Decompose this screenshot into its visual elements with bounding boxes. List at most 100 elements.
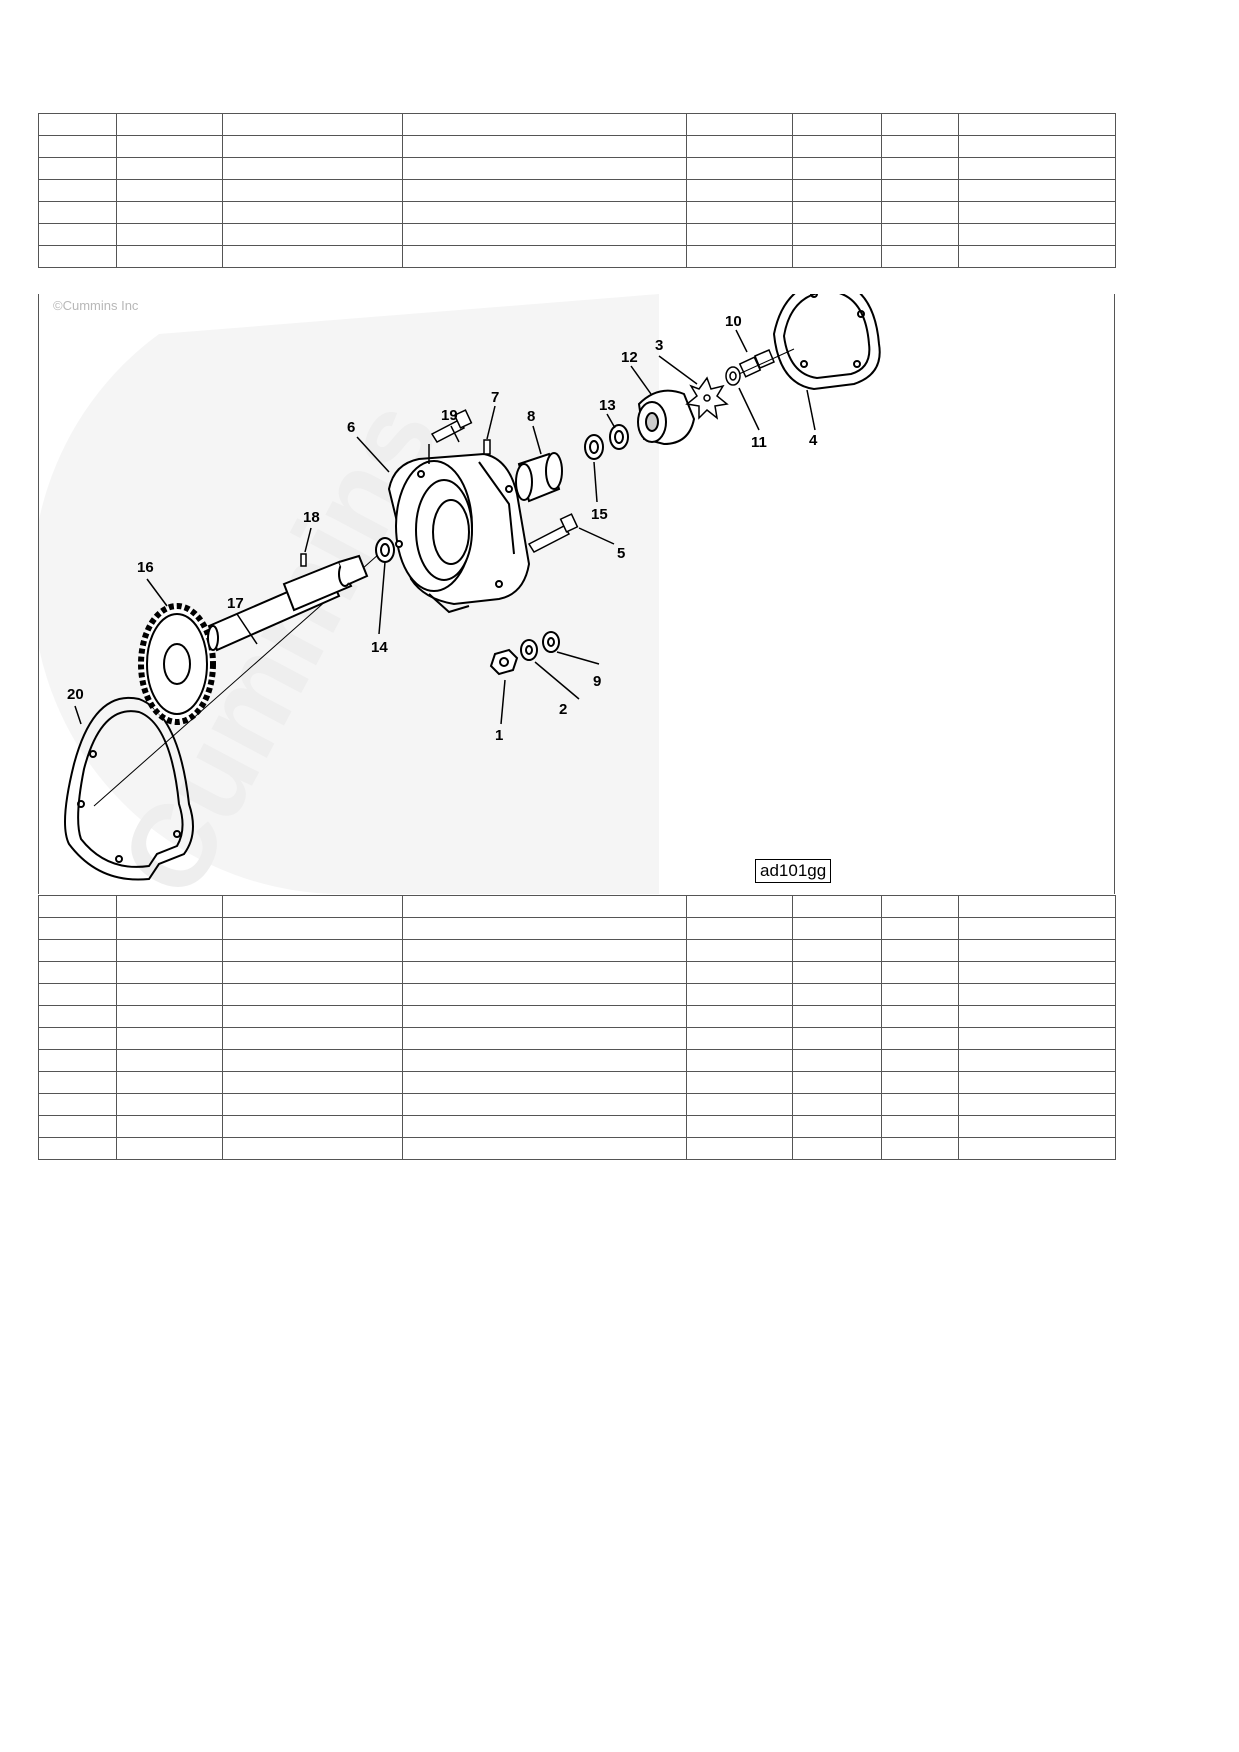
callout-6: 6: [347, 419, 355, 436]
table-cell: [686, 201, 793, 224]
table-row: [38, 1115, 1116, 1138]
table-cell: [686, 1093, 793, 1116]
callout-7: 7: [491, 389, 499, 406]
table-cell: [686, 961, 793, 984]
callout-15: 15: [591, 506, 608, 523]
table-cell: [222, 895, 403, 918]
table-cell: [116, 157, 223, 180]
table-cell: [958, 961, 1116, 984]
table-cell: [116, 1093, 223, 1116]
table-cell: [38, 201, 117, 224]
table-cell: [686, 939, 793, 962]
table-cell: [881, 895, 959, 918]
table-cell: [686, 1115, 793, 1138]
table-cell: [792, 939, 882, 962]
table-cell: [958, 1137, 1116, 1160]
table-cell: [958, 135, 1116, 158]
table-cell: [792, 1049, 882, 1072]
table-cell: [958, 223, 1116, 246]
table-cell: [881, 135, 959, 158]
table-cell: [116, 895, 223, 918]
table-cell: [881, 1071, 959, 1094]
impeller: [685, 376, 729, 420]
exploded-parts-diagram: Cummins: [38, 294, 1115, 894]
table-cell: [222, 1137, 403, 1160]
table-cell: [402, 1137, 687, 1160]
table-cell: [222, 135, 403, 158]
callout-10: 10: [725, 313, 742, 330]
table-cell: [686, 223, 793, 246]
callout-4: 4: [809, 432, 818, 449]
table-cell: [38, 223, 117, 246]
table-cell: [792, 113, 882, 136]
callout-3: 3: [655, 337, 663, 354]
table-cell: [38, 939, 117, 962]
table-cell: [222, 1005, 403, 1028]
table-cell: [686, 1005, 793, 1028]
table-cell: [38, 1071, 117, 1094]
table-cell: [222, 223, 403, 246]
washer-11: [725, 366, 741, 386]
table-cell: [222, 983, 403, 1006]
table-cell: [686, 179, 793, 202]
table-cell: [958, 201, 1116, 224]
table-row: [38, 939, 1116, 962]
table-cell: [792, 1005, 882, 1028]
table-cell: [881, 245, 959, 268]
parts-table-bottom: [38, 895, 1116, 1160]
table-cell: [792, 1071, 882, 1094]
table-cell: [116, 1005, 223, 1028]
washer-2: [520, 639, 538, 661]
table-cell: [958, 917, 1116, 940]
table-cell: [402, 1005, 687, 1028]
table-cell: [222, 1115, 403, 1138]
table-cell: [686, 1049, 793, 1072]
table-row: [38, 917, 1116, 940]
table-cell: [958, 939, 1116, 962]
table-row: [38, 201, 1116, 224]
table-row: [38, 1137, 1116, 1160]
table-row: [38, 135, 1116, 158]
table-cell: [958, 245, 1116, 268]
callout-17: 17: [227, 595, 244, 612]
key: [300, 553, 307, 567]
table-cell: [116, 1115, 223, 1138]
table-cell: [38, 1115, 117, 1138]
table-cell: [881, 983, 959, 1006]
table-cell: [38, 157, 117, 180]
gear: [138, 603, 216, 725]
table-cell: [116, 939, 223, 962]
table-row: [38, 1071, 1116, 1094]
table-cell: [38, 245, 117, 268]
table-row: [38, 245, 1116, 268]
shaft: [207, 554, 369, 652]
table-row: [38, 113, 1116, 136]
table-cell: [686, 1137, 793, 1160]
table-cell: [792, 201, 882, 224]
pump-housing: [387, 452, 531, 614]
table-cell: [38, 917, 117, 940]
table-cell: [881, 1027, 959, 1050]
table-cell: [222, 939, 403, 962]
callout-11: 11: [751, 434, 767, 451]
table-cell: [402, 895, 687, 918]
table-cell: [402, 1027, 687, 1050]
callout-16: 16: [137, 559, 154, 576]
table-row: [38, 961, 1116, 984]
table-cell: [402, 1093, 687, 1116]
table-cell: [792, 1137, 882, 1160]
table-cell: [881, 179, 959, 202]
table-cell: [881, 939, 959, 962]
bolt-10: [738, 349, 775, 378]
table-cell: [116, 245, 223, 268]
table-cell: [881, 1093, 959, 1116]
callout-18: 18: [303, 509, 320, 526]
table-cell: [38, 983, 117, 1006]
parts-table-top: [38, 113, 1116, 268]
table-cell: [686, 245, 793, 268]
table-cell: [402, 201, 687, 224]
table-cell: [881, 157, 959, 180]
table-cell: [881, 1005, 959, 1028]
table-cell: [116, 135, 223, 158]
table-cell: [881, 1115, 959, 1138]
